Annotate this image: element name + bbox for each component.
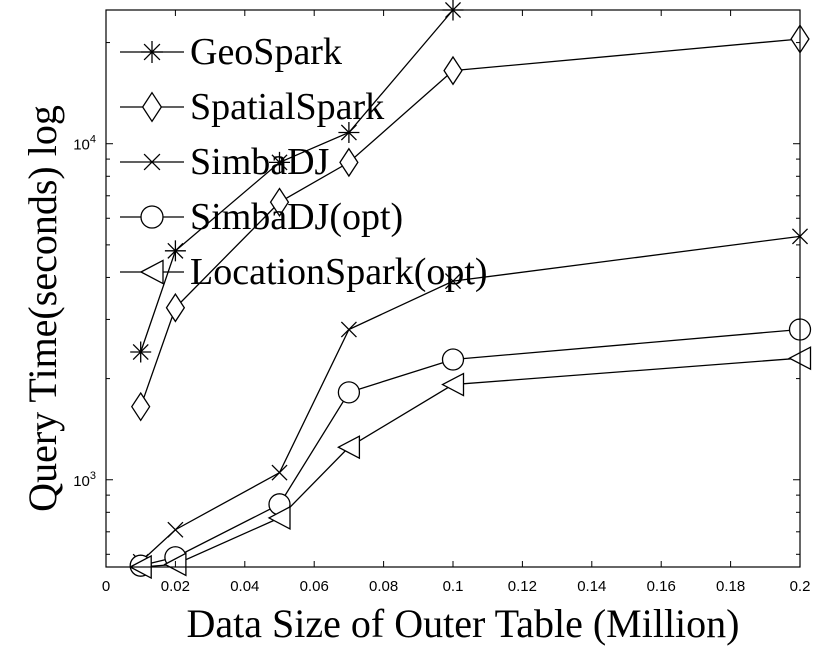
data-point xyxy=(441,372,465,397)
legend-entry: GeoSpark xyxy=(120,31,342,73)
y-tick-label: 103 xyxy=(73,470,96,490)
x-tick-label: 0.16 xyxy=(647,578,676,595)
series-line xyxy=(140,328,801,567)
data-point xyxy=(337,435,361,460)
data-point xyxy=(441,348,465,371)
series-spatialspark xyxy=(130,24,810,422)
data-point xyxy=(267,505,291,530)
data-point xyxy=(130,341,152,363)
legend-label: SimbaDJ xyxy=(190,141,329,183)
series-line xyxy=(140,357,801,568)
y-axis-label: Query Time(seconds) log xyxy=(20,105,65,512)
series-simbadj-opt xyxy=(129,318,812,577)
x-axis-label: Data Size of Outer Table (Million) xyxy=(187,601,740,646)
data-point xyxy=(269,187,290,218)
data-point xyxy=(338,121,360,143)
data-point xyxy=(271,464,288,481)
series-layer xyxy=(128,0,812,579)
legend-label: LocationSpark(opt) xyxy=(190,251,488,293)
legend-marker xyxy=(139,259,164,285)
x-tick-label: 0.14 xyxy=(577,578,606,595)
y-tick-label: 104 xyxy=(73,134,96,154)
data-point xyxy=(269,151,290,173)
x-tick-label: 0.1 xyxy=(443,578,464,595)
data-point xyxy=(165,292,186,323)
legend-label: SimbaDJ(opt) xyxy=(190,196,403,238)
x-tick-label: 0.12 xyxy=(508,578,537,595)
legend-label: SpatialSpark xyxy=(190,86,384,128)
data-point xyxy=(130,391,151,422)
data-point xyxy=(167,521,184,538)
x-tick-label: 0.18 xyxy=(716,578,745,595)
x-tick-label: 0.08 xyxy=(369,578,398,595)
series-line xyxy=(140,38,801,407)
data-point xyxy=(340,321,357,338)
legend-marker xyxy=(140,205,164,229)
legend-label: GeoSpark xyxy=(190,31,342,73)
legend-marker xyxy=(141,91,163,123)
legend-entry: SimbaDJ xyxy=(120,141,329,183)
legend-marker xyxy=(141,41,163,63)
x-tick-label: 0 xyxy=(102,578,110,595)
data-point xyxy=(443,55,463,86)
ticks-layer: 0 0.02 0.04 0.06 0.08 0.1 0.12 0.14 0.16 0.18 0.2 1… xyxy=(73,10,810,595)
x-tick-label: 0.06 xyxy=(300,578,329,595)
legend-marker xyxy=(143,153,161,171)
x-tick-label: 0.2 xyxy=(790,578,811,595)
legend-entry: SimbaDJ(opt) xyxy=(120,196,403,238)
x-tick-label: 0.04 xyxy=(230,578,259,595)
legend-entry: SpatialSpark xyxy=(120,86,384,128)
data-point xyxy=(444,273,462,290)
series-locationspark-opt xyxy=(128,346,812,579)
data-point xyxy=(337,381,361,404)
data-point xyxy=(164,240,186,262)
legend-entry: LocationSpark(opt) xyxy=(120,251,488,293)
x-tick-label: 0.02 xyxy=(161,578,190,595)
data-point xyxy=(339,147,359,178)
